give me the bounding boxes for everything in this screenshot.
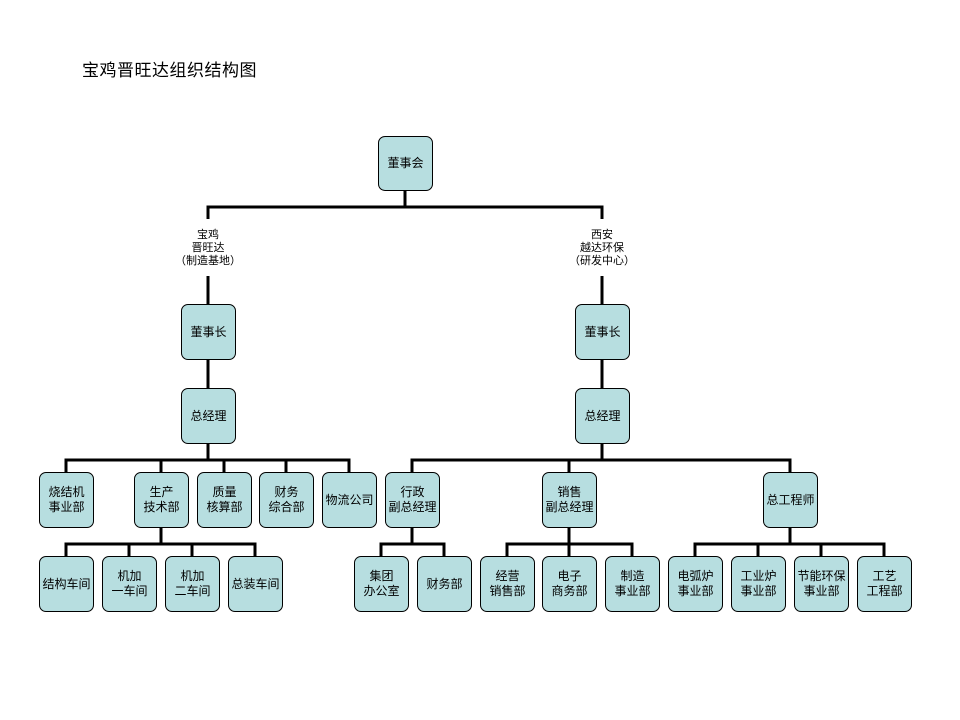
- page-title: 宝鸡晋旺达组织结构图: [82, 61, 257, 81]
- node-process-engineering-dept: 工艺 工程部: [857, 556, 912, 612]
- node-eco-dept: 节能环保 事业部: [794, 556, 849, 612]
- node-xian-center: 西安 越达环保 （研发中心）: [568, 219, 636, 276]
- node-admin-vp: 行政 副总经理: [385, 472, 440, 528]
- node-machining-1: 机加 一车间: [102, 556, 157, 612]
- node-quality-dept: 质量 核算部: [197, 472, 252, 528]
- node-assembly-workshop: 总装车间: [228, 556, 283, 612]
- node-sales-vp: 销售 副总经理: [542, 472, 597, 528]
- node-arc-furnace-dept: 电弧炉 事业部: [668, 556, 723, 612]
- node-chairman-left: 董事长: [181, 304, 236, 360]
- node-finance-dept: 财务部: [417, 556, 472, 612]
- node-gm-right: 总经理: [575, 388, 630, 444]
- node-board: 董事会: [378, 136, 433, 191]
- node-sinter-dept: 烧结机 事业部: [39, 472, 94, 528]
- node-baoji-base: 宝鸡 晋旺达 （制造基地）: [174, 219, 242, 276]
- node-ops-sales-dept: 经营 销售部: [480, 556, 535, 612]
- node-structure-workshop: 结构车间: [39, 556, 94, 612]
- node-chairman-right: 董事长: [575, 304, 630, 360]
- node-ecommerce-dept: 电子 商务部: [542, 556, 597, 612]
- node-machining-2: 机加 二车间: [165, 556, 220, 612]
- node-group-office: 集团 办公室: [354, 556, 409, 612]
- node-finance-general-dept: 财务 综合部: [259, 472, 314, 528]
- node-chief-engineer: 总工程师: [763, 472, 818, 528]
- node-industrial-furnace-dept: 工业炉 事业部: [731, 556, 786, 612]
- node-manufacturing-dept: 制造 事业部: [605, 556, 660, 612]
- node-gm-left: 总经理: [181, 388, 236, 444]
- node-logistics-company: 物流公司: [322, 472, 377, 528]
- node-prod-tech-dept: 生产 技术部: [134, 472, 189, 528]
